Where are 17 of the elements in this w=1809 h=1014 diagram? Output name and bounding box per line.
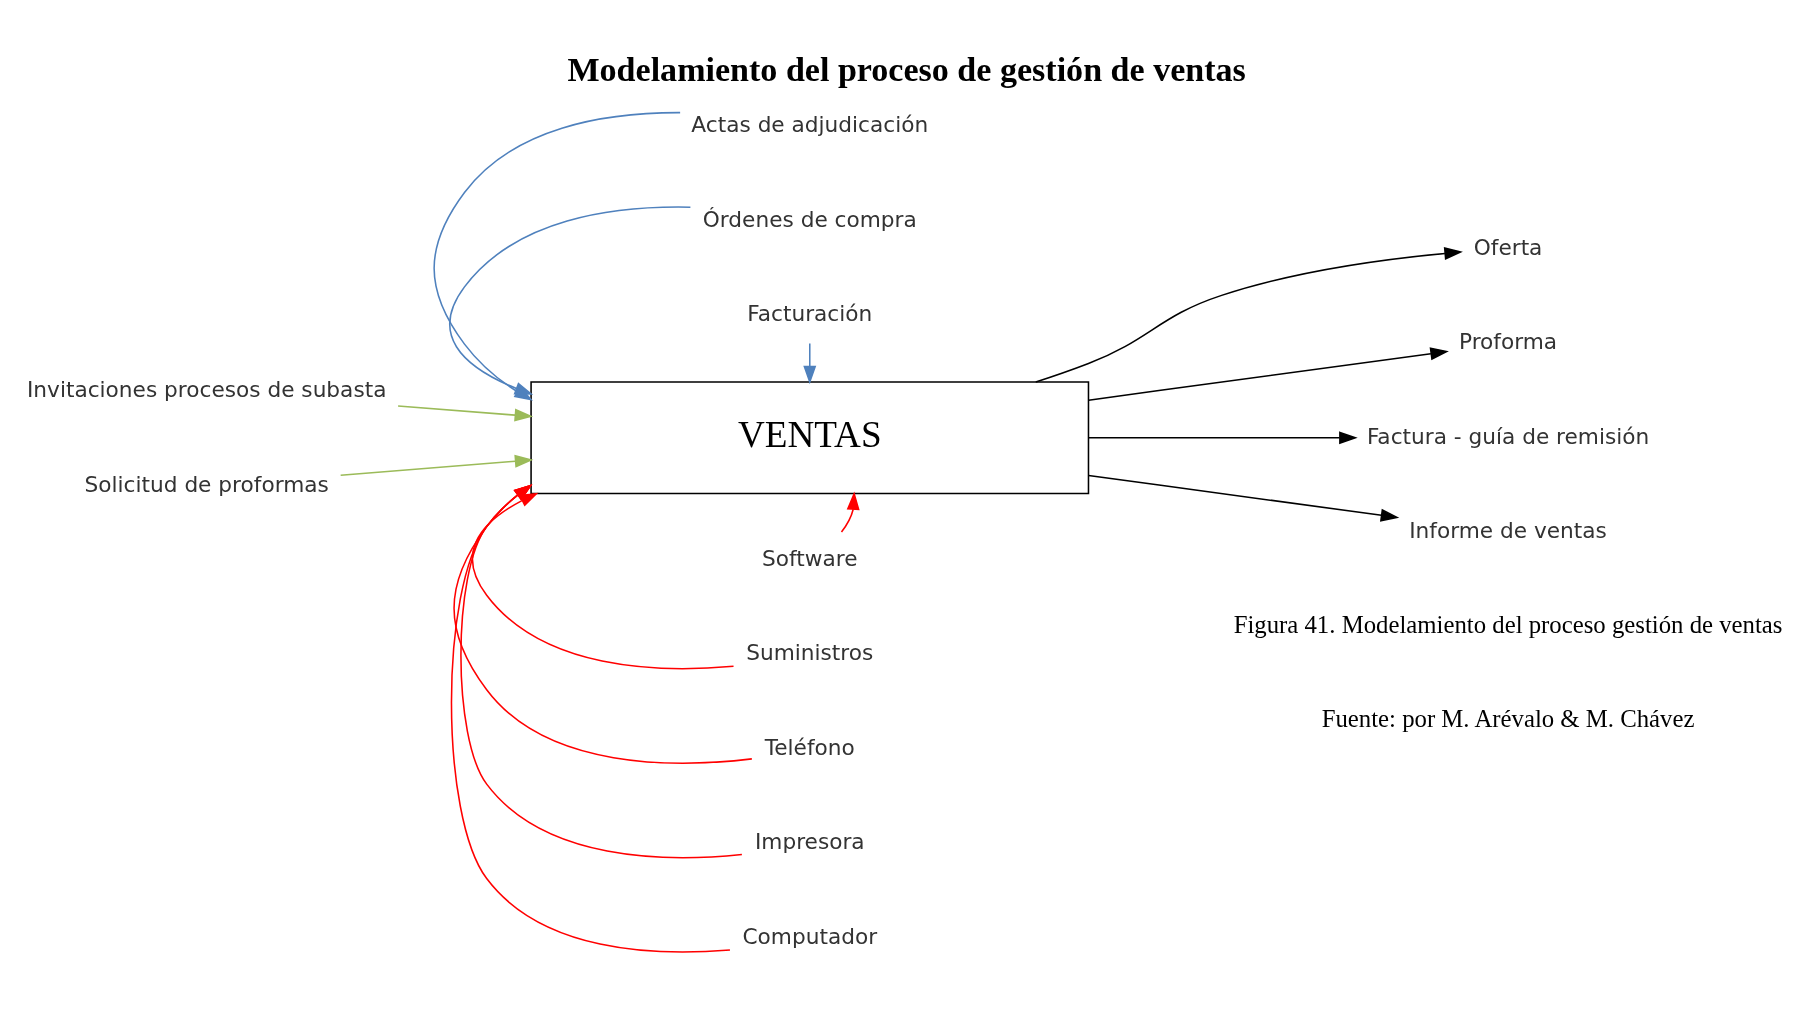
node-text: Computador xyxy=(741,923,877,949)
node-text: Teléfono xyxy=(764,734,855,760)
node-text: Proforma xyxy=(1458,328,1557,354)
node-text: Factura - guía de remisión xyxy=(1366,423,1649,449)
node-text: Solicitud de proformas xyxy=(84,471,329,497)
label: Fuente: por M. Arévalo & M. Chávez xyxy=(1321,704,1694,732)
node-text: Oferta xyxy=(1473,234,1542,260)
diagram-title: Modelamiento del proceso de gestión de ventas xyxy=(566,50,1246,88)
node-text: Órdenes de compra xyxy=(702,206,917,232)
caption: Figura 41. Modelamiento del proceso gestión de ventas xyxy=(1233,610,1783,638)
node-text: Impresora xyxy=(754,828,865,854)
node-text: Informe de ventas xyxy=(1408,517,1607,543)
node-text: Facturación xyxy=(746,300,872,326)
node-text: Suministros xyxy=(745,639,873,665)
node-text: Actas de adjudicación xyxy=(690,111,928,137)
node-text: Invitaciones procesos de subasta xyxy=(26,376,386,402)
node-text: Software xyxy=(761,545,858,571)
